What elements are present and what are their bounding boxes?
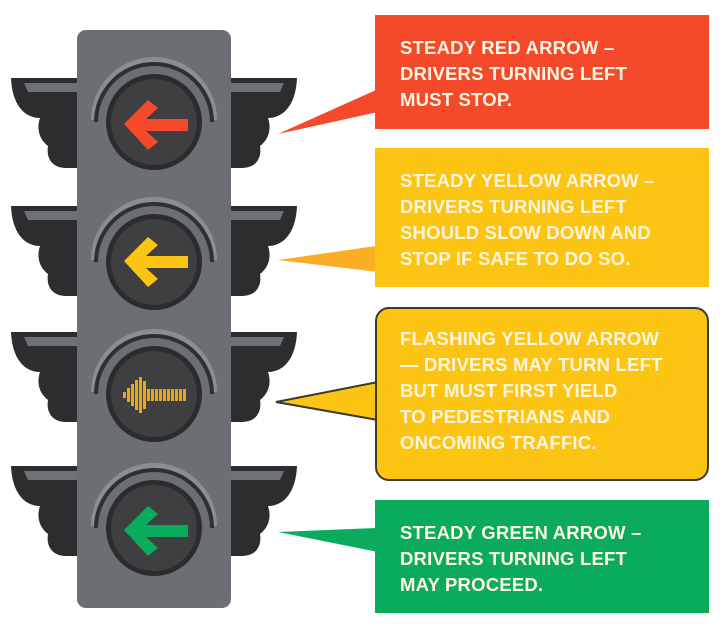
pointer-red xyxy=(278,90,378,134)
callout-steady-red: STEADY RED ARROW – DRIVERS TURNING LEFT … xyxy=(375,15,709,129)
pointer-flash xyxy=(275,380,379,422)
pointer-green xyxy=(278,528,378,552)
pointer-yellow xyxy=(278,246,378,272)
flashing-left-arrow-icon xyxy=(123,377,186,413)
callout-steady-yellow: STEADY YELLOW ARROW – DRIVERS TURNING LE… xyxy=(375,148,709,287)
callout-flashing-yellow: FLASHING YELLOW ARROW — DRIVERS MAY TURN… xyxy=(375,307,709,481)
callout-steady-green: STEADY GREEN ARROW – DRIVERS TURNING LEF… xyxy=(375,500,709,613)
signal-housing xyxy=(77,30,231,608)
